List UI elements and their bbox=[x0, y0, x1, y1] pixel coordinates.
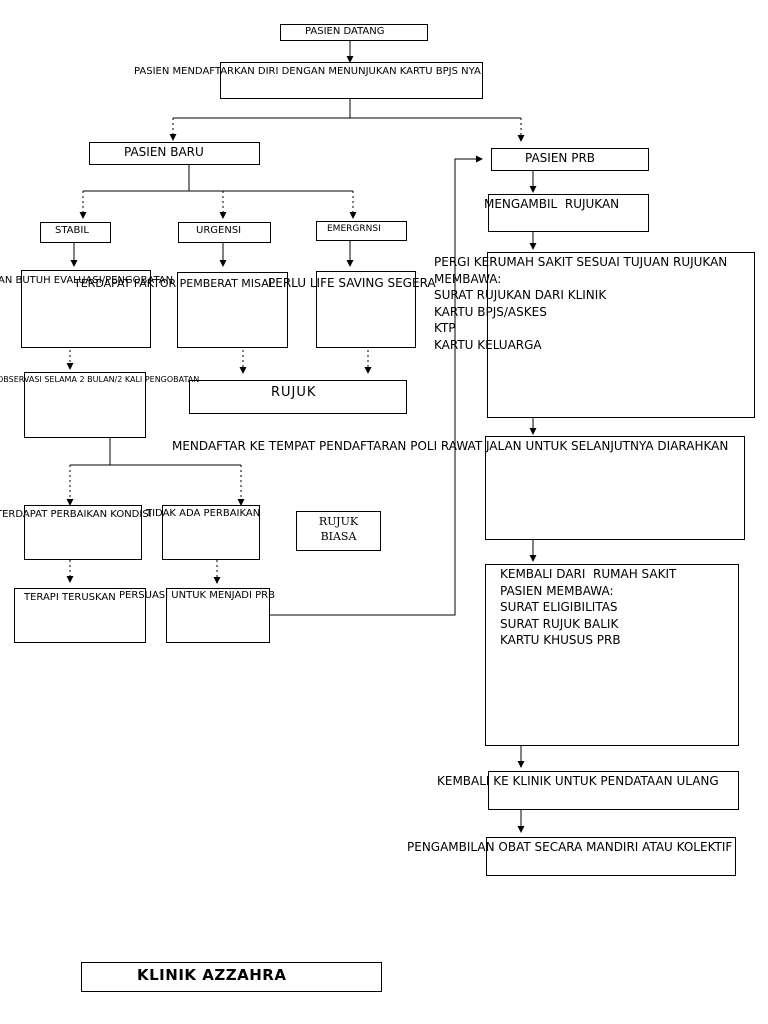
box-rujuk-biasa bbox=[296, 511, 381, 551]
box-mengambil-rujukan bbox=[488, 194, 649, 232]
label-pendaftaran: PASIEN MENDAFTARKAN DIRI DENGAN MENUNJUK… bbox=[134, 66, 481, 77]
label-emergensi-desc: PERLU LIFE SAVING SEGERA bbox=[268, 276, 436, 290]
label-observasi: OBSERVASI SELAMA 2 BULAN/2 KALI PENGOBAT… bbox=[0, 375, 200, 384]
box-urgensi-desc bbox=[177, 272, 288, 348]
label-mengambil-rujukan: MENGAMBIL RUJUKAN bbox=[484, 197, 620, 211]
label-ada-perbaikan: TERDAPAT PERBAIKAN KONDISI bbox=[0, 509, 152, 520]
box-pendaftaran bbox=[220, 62, 483, 99]
box-mendaftar-poli bbox=[485, 436, 745, 540]
label-urgensi-desc: TERDAPAT FAKTOR PEMBERAT MISAL bbox=[74, 277, 275, 290]
box-pasien-datang bbox=[280, 24, 428, 41]
box-rujuk bbox=[189, 380, 407, 414]
box-pasien-prb bbox=[491, 148, 649, 171]
box-urgensi bbox=[178, 222, 271, 243]
box-kembali-klinik bbox=[488, 771, 739, 810]
label-terapi: TERAPI TERUSKAN bbox=[24, 592, 116, 603]
box-terapi bbox=[14, 588, 146, 643]
label-rujuk-biasa: RUJUK BIASA bbox=[318, 515, 359, 543]
label-pasien-prb: PASIEN PRB bbox=[525, 151, 596, 165]
box-stabil bbox=[40, 222, 111, 243]
box-pengambilan-obat bbox=[486, 837, 736, 876]
box-emergensi bbox=[316, 221, 407, 241]
label-kembali-klinik: KEMBALI KE KLINIK UNTUK PENDATAAN ULANG bbox=[437, 774, 719, 788]
label-rujuk: RUJUK bbox=[271, 385, 317, 400]
label-klinik: KLINIK AZZAHRA bbox=[137, 966, 287, 984]
label-mendaftar-poli: MENDAFTAR KE TEMPAT PENDAFTARAN POLI RAW… bbox=[172, 439, 729, 453]
box-observasi bbox=[24, 372, 146, 438]
label-kembali-rs: KEMBALI DARI RUMAH SAKIT PASIEN MEMBAWA:… bbox=[500, 567, 677, 647]
box-ada-perbaikan bbox=[24, 505, 142, 560]
label-pergi-rs: PERGI KERUMAH SAKIT SESUAI TUJUAN RUJUKA… bbox=[434, 255, 728, 352]
box-klinik bbox=[81, 962, 382, 992]
box-emergensi-desc bbox=[316, 271, 416, 348]
label-pasien-baru: PASIEN BARU bbox=[124, 145, 204, 159]
box-persuasi bbox=[166, 588, 270, 643]
label-pasien-datang: PASIEN DATANG bbox=[305, 26, 385, 37]
box-kembali-rs bbox=[485, 564, 739, 746]
box-tidak-perbaikan bbox=[162, 505, 260, 560]
label-persuasi: PERSUASI UNTUK MENJADI PRB bbox=[119, 590, 275, 601]
label-pengambilan-obat: PENGAMBILAN OBAT SECARA MANDIRI ATAU KOL… bbox=[407, 840, 733, 854]
box-stabil-desc bbox=[21, 270, 151, 348]
label-emergensi: EMERGRNSI bbox=[327, 224, 381, 234]
label-urgensi: URGENSI bbox=[196, 225, 242, 236]
arrow-persuasi-to-prb bbox=[270, 155, 483, 616]
label-stabil-desc: AN BUTUH EVALUASI/PENGOBATAN bbox=[0, 275, 174, 286]
box-pergi-rs bbox=[487, 252, 755, 418]
label-tidak-perbaikan: TIDAK ADA PERBAIKAN bbox=[146, 508, 261, 519]
label-stabil: STABIL bbox=[55, 225, 89, 236]
box-pasien-baru bbox=[89, 142, 260, 165]
